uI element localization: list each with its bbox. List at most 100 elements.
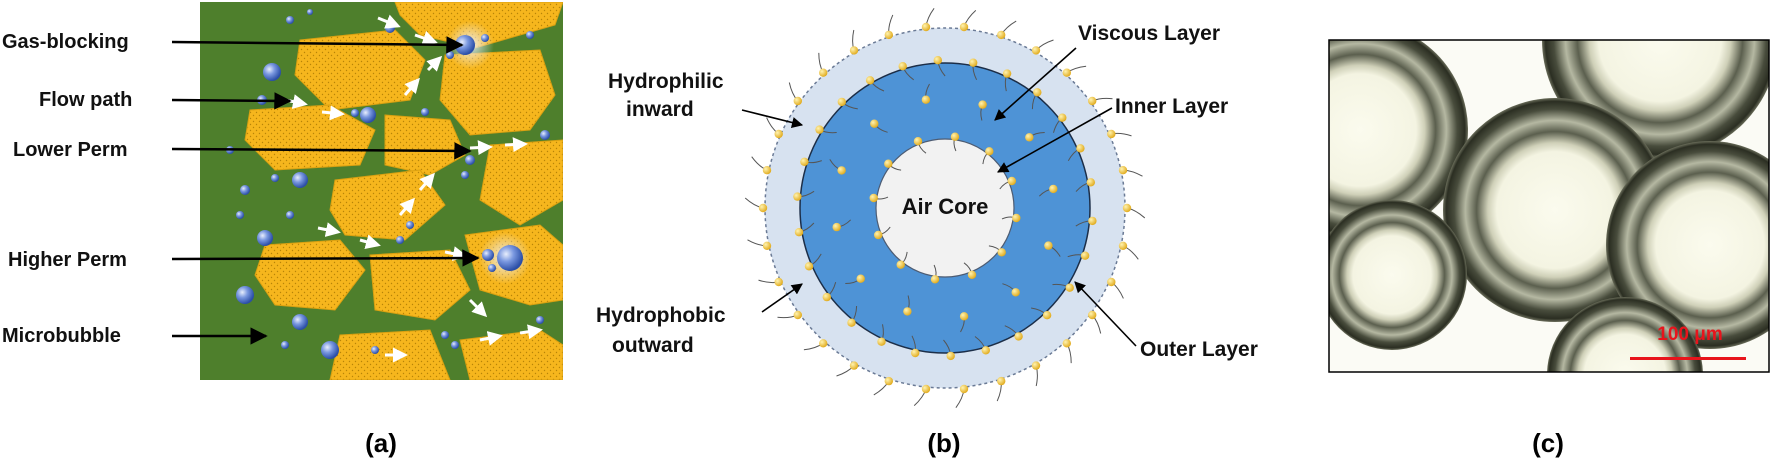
surfactant-head [896,260,905,269]
surfactant-head [832,222,841,232]
surfactant-head [911,348,920,358]
surfactant-head [856,274,865,283]
label-hydrophobic: Hydrophobic [596,304,726,327]
surfactant-head [762,166,772,175]
label-air-core: Air Core [902,194,989,219]
bubble-right [1606,141,1769,349]
surfactant-head [967,270,977,279]
surfactant-head [847,318,856,327]
bubble-bottom [1547,297,1703,372]
surfactant-head [969,58,978,67]
surfactant-head [1088,216,1097,226]
caption-a: (a) [365,428,397,458]
surfactant-head [1107,129,1116,139]
surfactant-head [1122,203,1132,213]
surfactant-head [877,337,886,346]
surfactant-head [933,56,942,65]
surfactant-head [1088,310,1097,320]
label-outward: outward [612,334,694,357]
surfactant-head [1076,144,1085,153]
surfactant-head [1086,178,1096,187]
surfactant-head [804,262,814,271]
label-viscous-layer: Viscous Layer [1078,22,1220,45]
surfactant-head [978,100,987,109]
surfactant-head [815,125,824,134]
surfactant-head [849,46,859,55]
label-hydrophilic: Hydrophilic [608,70,724,93]
surfactant-head [1080,251,1090,260]
surfactant-head [1062,68,1072,77]
surfactant-head [774,277,783,287]
air-core [875,138,1015,278]
flow-path-arrows [284,14,543,363]
surfactant-head [849,361,859,370]
surfactant-head [1014,332,1023,341]
surfactant-head [884,376,893,386]
scale-bar [1630,357,1746,360]
surfactant-head [793,310,802,320]
surfactant-head [985,147,994,156]
caption-c: (c) [1532,428,1564,458]
surfactant-head [865,76,875,85]
surfactant-head [946,351,955,361]
surfactant-head [1107,277,1116,287]
bubble-bottom-left [1329,200,1467,350]
surfactant-head [874,230,883,240]
surfactant-head [762,241,772,250]
surfactant-head [1118,241,1128,250]
surfactant-head [822,292,831,302]
surfactant-head [981,346,990,355]
surfactant-head [819,339,828,348]
label-lower-perm: Lower Perm [13,139,127,161]
panel-a: Gas-blocking Flow path Lower Perm Higher… [2,2,563,458]
surfactant-head [1049,184,1058,194]
surfactant-head [884,30,893,40]
panel-b-pointers [741,47,1137,347]
surfactant-head [997,248,1006,257]
panel-b: Air Core Hydrophilic inward Hydrophobic … [596,8,1258,458]
surfactant-head [959,22,969,32]
surfactant-head [1007,176,1016,186]
surfactant-head [959,312,969,321]
surfactant-head [959,384,969,394]
surfactant-head [837,97,846,107]
micrograph-bubbles [1329,40,1769,372]
panel-c: 100 μm (c) [1328,39,1770,458]
surfactant-head [930,275,940,284]
surfactant-head [1088,96,1097,106]
label-inward: inward [626,98,694,121]
label-outer-layer: Outer Layer [1140,338,1258,361]
surfactant-head [793,96,802,106]
surfactant-head [869,193,878,203]
label-inner-layer: Inner Layer [1115,95,1228,118]
surfactant-head [1042,311,1052,320]
caption-b: (b) [927,428,960,458]
label-microbubble: Microbubble [2,325,121,347]
surfactant-head [950,132,960,141]
surfactant-molecules [744,8,1146,408]
bubble-top-left [1329,40,1468,238]
surfactant-head [800,157,809,166]
panel-a-labels: Gas-blocking Flow path Lower Perm Higher… [2,31,132,347]
microbubbles [226,9,550,359]
surfactant-head [1031,46,1041,55]
surfactant-head [837,166,846,175]
scale-bar-label: 100 μm [1657,324,1723,345]
surfactant-head [1062,339,1072,348]
surfactant-head [1065,283,1074,292]
surfactant-head [1011,288,1020,297]
surfactant-head [758,203,768,213]
surfactant-head [870,119,879,128]
surfactant-head [997,30,1006,40]
surfactant-head [794,228,804,237]
surfactant-head [884,159,893,168]
surfactant-head [1044,241,1053,250]
micrograph-frame [1328,39,1770,373]
surfactant-head [898,61,907,71]
surfactant-head [793,192,802,201]
surfactant-head [1031,361,1041,370]
panel-a-pointers [171,36,480,345]
surfactant-head [921,95,931,104]
surfactant-head [1058,113,1067,122]
